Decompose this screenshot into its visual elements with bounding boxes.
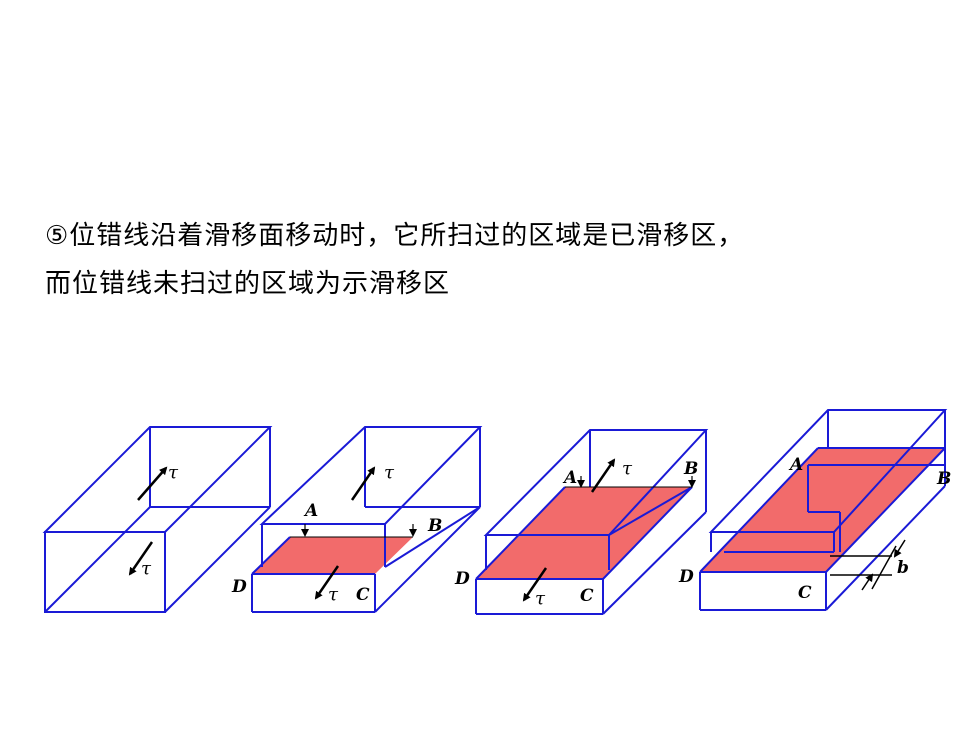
crystal-3-shear-arrow-bottom bbox=[522, 567, 548, 602]
crystal-3-edges bbox=[475, 429, 709, 615]
crystal-1-tau-top: τ bbox=[168, 462, 179, 483]
crystal-4-label-d: D bbox=[678, 567, 694, 587]
crystal-2-label-d: D bbox=[231, 577, 247, 597]
crystal-2-shear-arrow-top bbox=[350, 466, 376, 501]
crystal-3-tau-bottom: τ bbox=[535, 588, 546, 609]
crystal-4: b A B D C bbox=[678, 409, 951, 611]
crystal-3-label-d: D bbox=[454, 569, 470, 589]
crystal-2-slipped-region bbox=[252, 537, 413, 574]
crystal-2-shear-arrow-bottom bbox=[314, 565, 340, 600]
crystal-3-label-c: C bbox=[580, 586, 594, 606]
crystal-3: A B D C τ τ bbox=[454, 429, 709, 615]
crystal-2-label-b: B bbox=[427, 516, 442, 536]
crystal-3-tau-top: τ bbox=[622, 458, 633, 479]
crystal-4-burgers-arrow-top bbox=[893, 539, 906, 558]
crystal-1-edges bbox=[42, 426, 273, 613]
crystal-2-tau-top: τ bbox=[384, 462, 395, 483]
crystal-4-edges bbox=[699, 409, 948, 611]
crystal-2-edges bbox=[251, 426, 483, 613]
crystal-4-label-c: C bbox=[798, 583, 812, 603]
crystal-2: A B D C τ τ bbox=[231, 426, 483, 613]
description-text: ⑤位错线沿着滑移面移动时，它所扫过的区域是已滑移区， 而位错线未扫过的区域为示滑… bbox=[45, 212, 965, 308]
crystal-3-label-b: B bbox=[683, 459, 698, 479]
description-line-1: ⑤位错线沿着滑移面移动时，它所扫过的区域是已滑移区， bbox=[45, 221, 745, 251]
description-line-2: 而位错线未扫过的区域为示滑移区 bbox=[45, 269, 451, 299]
crystal-3-shear-arrow-top bbox=[590, 458, 616, 493]
crystal-1-shear-arrow-bottom bbox=[128, 541, 154, 576]
crystal-2-label-a: A bbox=[303, 501, 318, 521]
crystal-4-burgers-arrow-bottom bbox=[861, 573, 874, 591]
crystal-4-label-a: A bbox=[788, 455, 803, 475]
crystal-4-burgers-line bbox=[871, 545, 897, 590]
crystal-4-slipped-region bbox=[700, 448, 945, 572]
crystal-2-label-c: C bbox=[356, 585, 370, 605]
crystal-1-tau-bottom: τ bbox=[141, 558, 152, 579]
crystal-4-label-b: B bbox=[936, 469, 951, 489]
crystal-1-shear-arrow-top bbox=[137, 466, 168, 501]
crystal-3-slipped-region bbox=[476, 487, 692, 579]
crystal-3-label-a: A bbox=[562, 468, 577, 488]
crystal-1: τ τ bbox=[42, 426, 273, 613]
crystal-4-label-b-vector: b bbox=[897, 558, 909, 578]
crystal-2-tau-bottom: τ bbox=[328, 584, 339, 605]
